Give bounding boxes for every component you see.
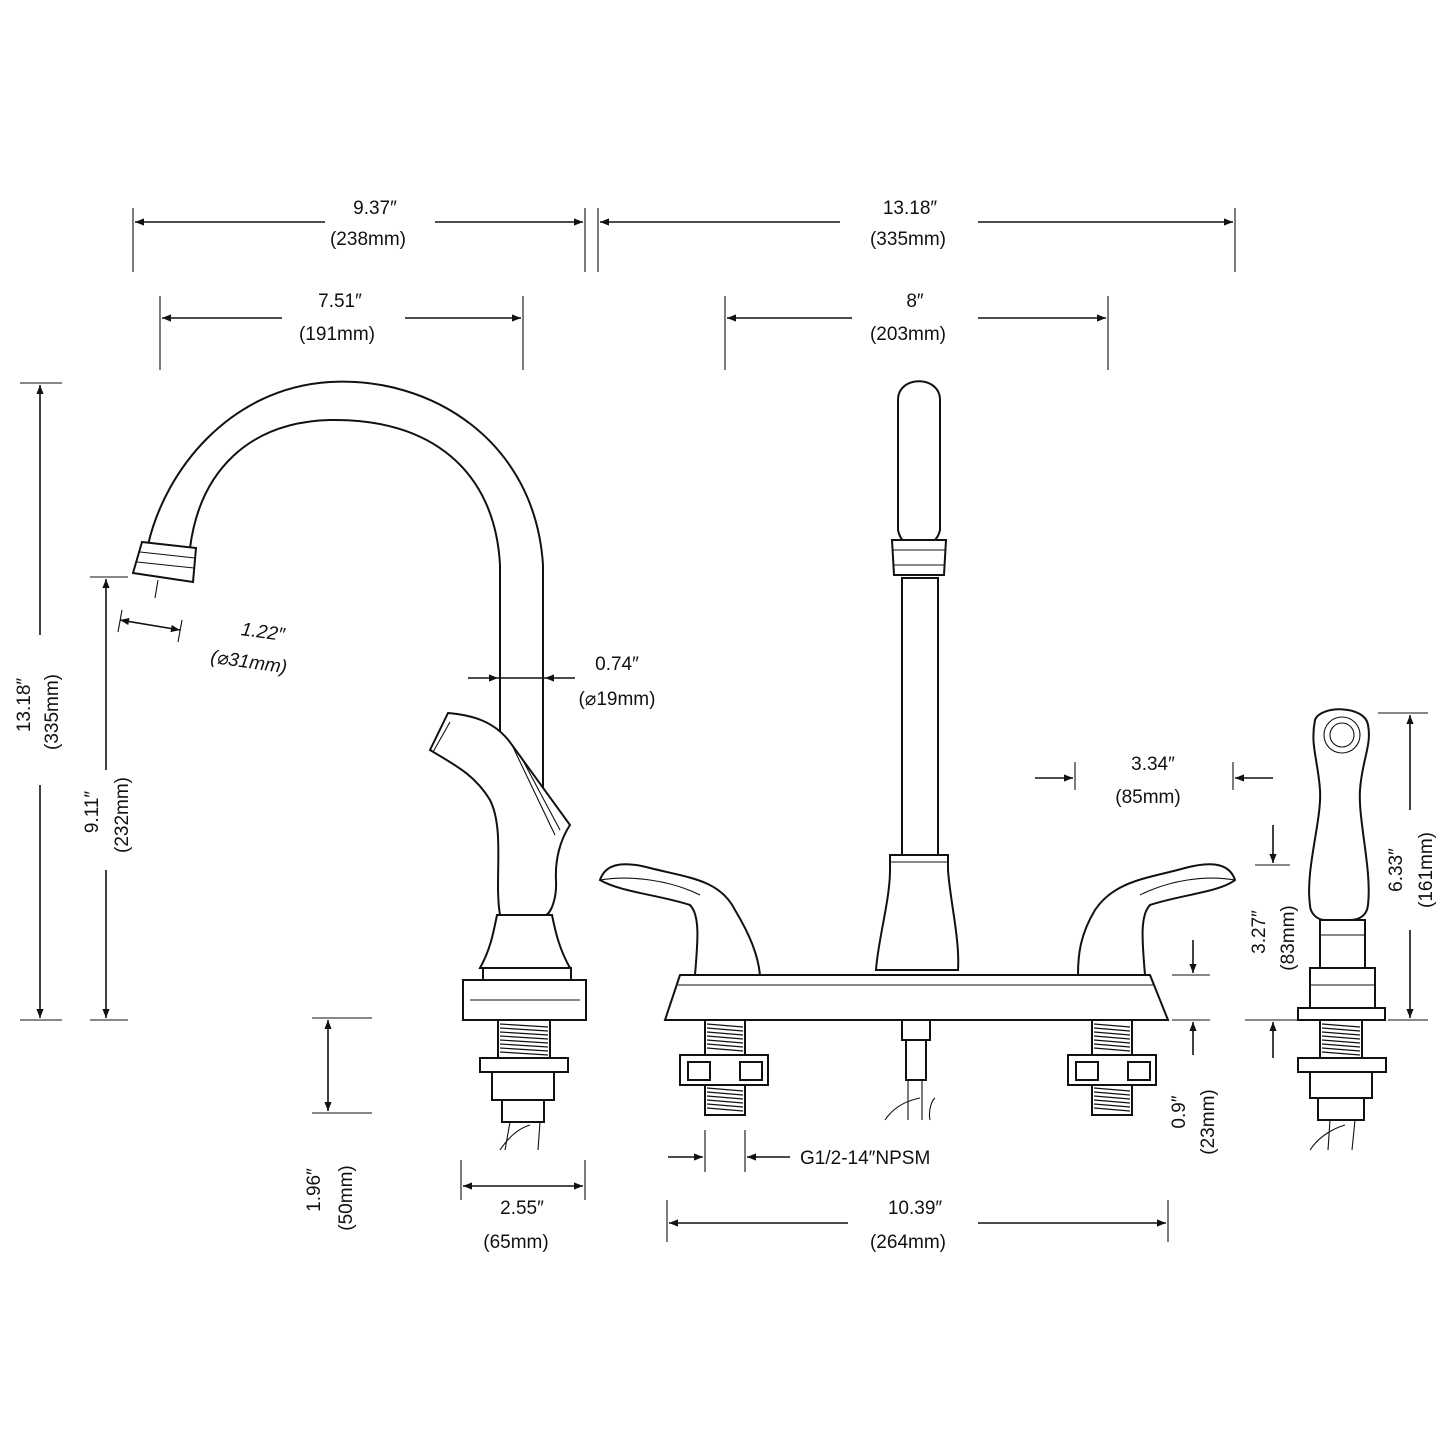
side-escutcheon (478, 914, 572, 969)
sprayer-head (1308, 708, 1370, 921)
label-base-depth-inch: 2.55″ (500, 1198, 544, 1219)
center-hose-connector (901, 1019, 931, 1041)
front-spout-base (874, 854, 960, 971)
label-shank-length-mm: (50mm) (336, 1165, 357, 1230)
label-spout-reach-total-mm: (238mm) (330, 229, 406, 250)
side-sprayer-handle (428, 711, 572, 916)
label-handle-reach-mm: (85mm) (1115, 787, 1180, 808)
dimension-labels: 9.37″ (238mm) 13.18″ (335mm) 7.51″ (191m… (14, 198, 1437, 1253)
label-handle-reach-inch: 3.34″ (1131, 754, 1175, 775)
label-tube-diameter-inch: 0.74″ (595, 654, 639, 675)
label-spout-reach-total-inch: 9.37″ (353, 198, 397, 219)
deck-plate (663, 974, 1170, 1021)
side-mount-nut (479, 1057, 569, 1073)
side-sprayer (1297, 708, 1387, 1151)
right-lever-handle (1076, 863, 1237, 976)
label-deck-height-mm: (23mm) (1198, 1089, 1219, 1154)
label-shank-length-inch: 1.96″ (304, 1168, 325, 1212)
label-overall-height-inch: 13.18″ (14, 678, 35, 733)
label-sprayer-height-mm: (161mm) (1416, 832, 1437, 908)
aerator (131, 540, 198, 584)
label-deck-width-inch: 10.39″ (888, 1198, 943, 1219)
label-spout-height-inch: 9.11″ (82, 791, 103, 834)
label-sprayer-height-inch: 6.33″ (1386, 848, 1407, 892)
front-spout-tube (897, 380, 941, 546)
label-center-spacing-mm: (203mm) (870, 324, 946, 345)
label-tube-diameter-mm: (⌀19mm) (579, 689, 656, 710)
label-spout-reach-inch: 7.51″ (318, 291, 362, 312)
label-base-depth-mm: (65mm) (483, 1232, 548, 1253)
label-center-spacing-inch: 8″ (906, 291, 924, 312)
left-lever-handle (598, 863, 762, 976)
label-thread-spec: G1/2-14″NPSM (800, 1148, 930, 1169)
label-aerator-diameter-inch: 1.22″ (240, 619, 287, 646)
label-front-height-mm: (335mm) (870, 229, 946, 250)
side-view-faucet (131, 380, 587, 1151)
label-sprayer-base-height-inch: 3.27″ (1249, 910, 1270, 954)
dimension-lines (20, 208, 1428, 1242)
gooseneck-spout (146, 380, 544, 916)
front-aerator-ring (890, 539, 948, 576)
label-deck-width-mm: (264mm) (870, 1232, 946, 1253)
label-sprayer-base-height-mm: (83mm) (1278, 905, 1299, 970)
label-spout-height-mm: (232mm) (112, 777, 133, 853)
label-front-height-inch: 13.18″ (883, 198, 938, 219)
label-spout-reach-mm: (191mm) (299, 324, 375, 345)
label-aerator-diameter-mm: (⌀31mm) (209, 647, 288, 678)
front-view-faucet (598, 380, 1237, 1121)
label-deck-height-inch: 0.9″ (1169, 1095, 1190, 1128)
label-overall-height-mm: (335mm) (42, 674, 63, 750)
